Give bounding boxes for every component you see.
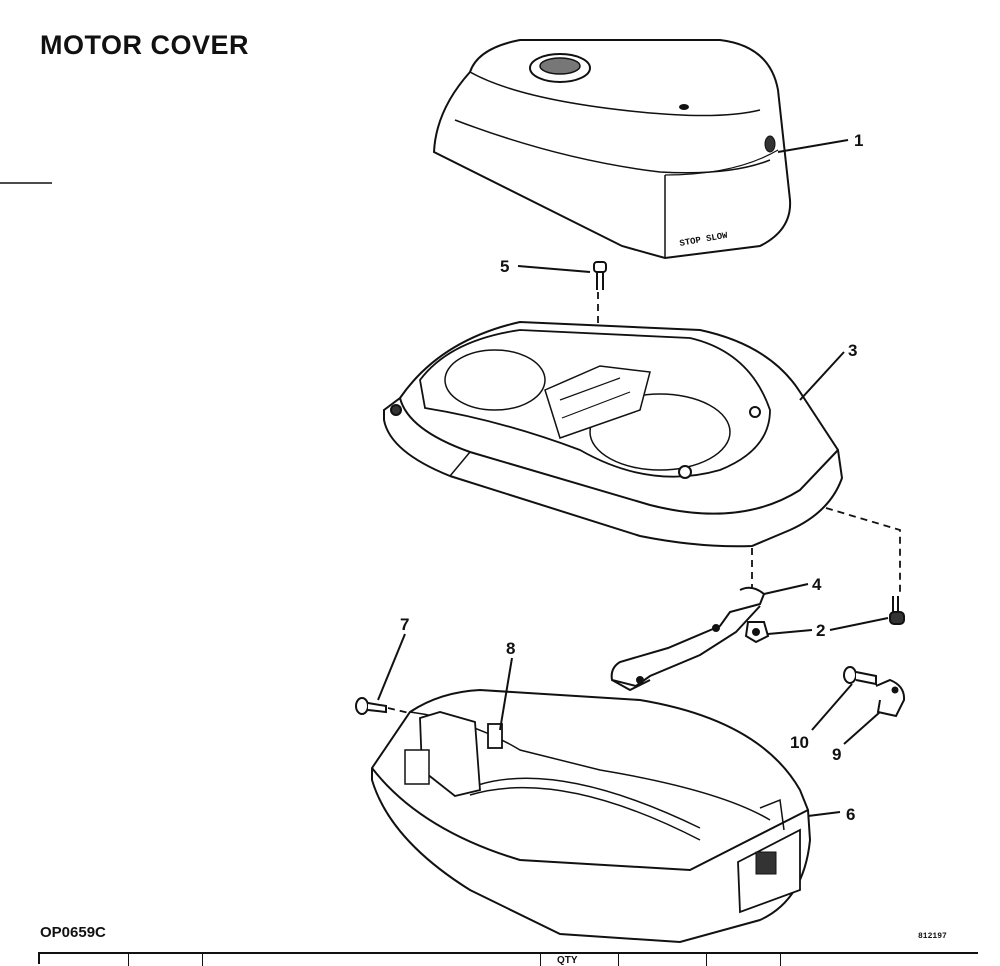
callout-10: 10 — [790, 733, 809, 752]
pin-10 — [843, 666, 877, 686]
leader-6 — [807, 811, 841, 817]
cover-frame — [383, 320, 844, 548]
leader-10 — [811, 683, 853, 731]
callout-9: 9 — [832, 745, 841, 764]
top-cover — [432, 39, 792, 260]
screw-5 — [593, 261, 607, 290]
leader-3 — [799, 351, 845, 401]
callout-6: 6 — [846, 805, 855, 824]
leader-5 — [517, 265, 591, 273]
leader-2a — [767, 629, 813, 635]
leader-1 — [777, 139, 849, 153]
clip-9 — [875, 678, 906, 718]
callout-4: 4 — [812, 575, 822, 594]
callout-7: 7 — [400, 615, 409, 634]
lower-cover — [371, 688, 812, 944]
reference-number: 812197 — [918, 932, 947, 941]
leader-4 — [763, 583, 809, 595]
parts-table-header-strip: QTY — [38, 952, 978, 966]
screw-2 — [889, 596, 905, 625]
callout-2: 2 — [816, 621, 825, 640]
leader-7 — [377, 633, 406, 701]
leader-8 — [499, 657, 513, 731]
lock-nut-2 — [744, 621, 770, 644]
drawing-code: OP0659C — [40, 924, 106, 941]
leader-9 — [843, 711, 881, 745]
leader-2b — [829, 617, 889, 631]
latch-bracket — [610, 586, 766, 692]
page-title: MOTOR COVER — [40, 30, 250, 60]
callout-1: 1 — [854, 131, 863, 150]
table-header-qty: QTY — [557, 955, 578, 966]
callout-3: 3 — [848, 341, 857, 360]
leader-lines — [377, 139, 889, 817]
callout-5: 5 — [500, 257, 509, 276]
callout-8: 8 — [506, 639, 515, 658]
screw-7 — [355, 697, 387, 715]
